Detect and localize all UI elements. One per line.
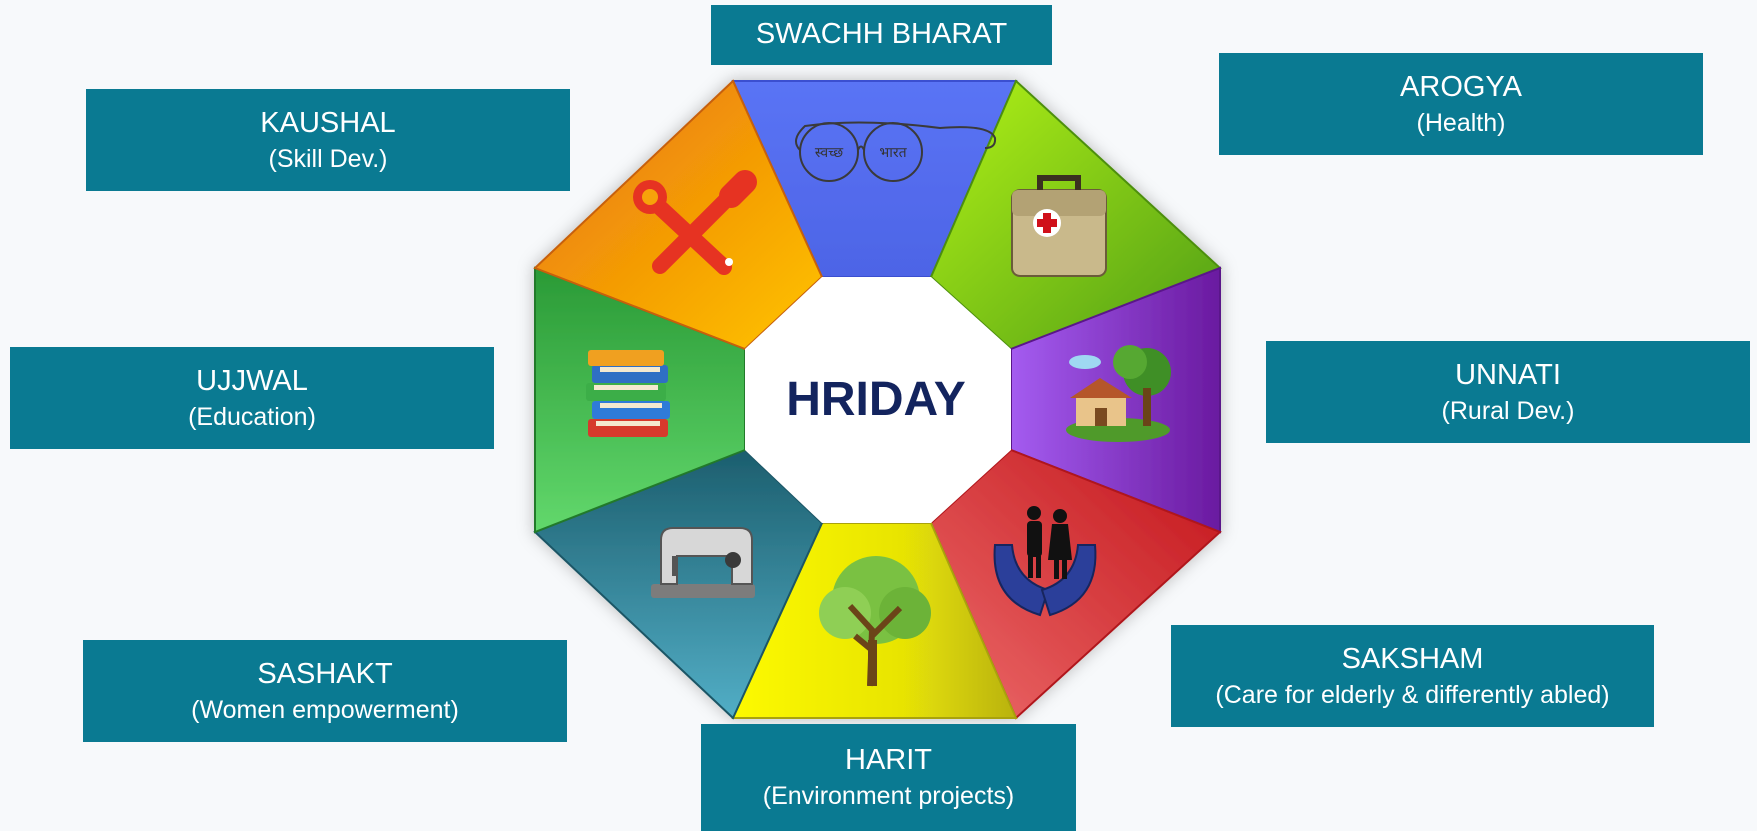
tools-icon xyxy=(633,170,757,275)
label-sashakt: SASHAKT (Women empowerment) xyxy=(83,640,567,742)
label-subtitle: (Care for elderly & differently abled) xyxy=(1215,680,1610,709)
elderly-care-hands-icon xyxy=(993,506,1097,617)
label-title: HARIT xyxy=(845,744,932,777)
label-saksham: SAKSHAM (Care for elderly & differently … xyxy=(1171,625,1654,727)
label-subtitle: (Women empowerment) xyxy=(191,695,459,724)
rural-house-icon xyxy=(1066,345,1171,442)
label-title: KAUSHAL xyxy=(260,106,396,139)
label-title: SASHAKT xyxy=(257,657,393,690)
label-subtitle: (Education) xyxy=(188,402,316,431)
label-swachh-bharat: SWACHH BHARAT xyxy=(711,5,1052,65)
glasses-text-left: स्वच्छ xyxy=(815,145,844,161)
label-subtitle: (Environment projects) xyxy=(762,782,1015,811)
gandhi-glasses-icon: स्वच्छ भारत xyxy=(795,121,997,182)
tree-icon xyxy=(819,556,931,687)
label-arogya: AROGYA (Health) xyxy=(1219,53,1703,155)
label-unnati: UNNATI (Rural Dev.) xyxy=(1266,341,1750,443)
label-title: UNNATI xyxy=(1455,358,1561,391)
label-subtitle: (Rural Dev.) xyxy=(1441,396,1575,425)
label-title: SWACHH BHARAT xyxy=(755,18,1008,51)
medical-bag-icon xyxy=(1011,175,1107,277)
label-title: UJJWAL xyxy=(196,364,308,397)
center-title: HRIDAY xyxy=(786,373,966,426)
label-title: AROGYA xyxy=(1400,70,1522,103)
glasses-text-right: भारत xyxy=(879,145,907,161)
center-octagon xyxy=(745,277,1011,523)
label-subtitle: (Health) xyxy=(1416,108,1506,137)
sewing-machine-icon xyxy=(651,527,755,598)
label-ujjwal: UJJWAL (Education) xyxy=(10,347,494,449)
label-kaushal: KAUSHAL (Skill Dev.) xyxy=(86,89,570,191)
label-title: SAKSHAM xyxy=(1341,642,1484,675)
label-subtitle: (Skill Dev.) xyxy=(268,144,388,173)
label-harit: HARIT (Environment projects) xyxy=(701,724,1076,831)
books-icon xyxy=(586,350,670,437)
